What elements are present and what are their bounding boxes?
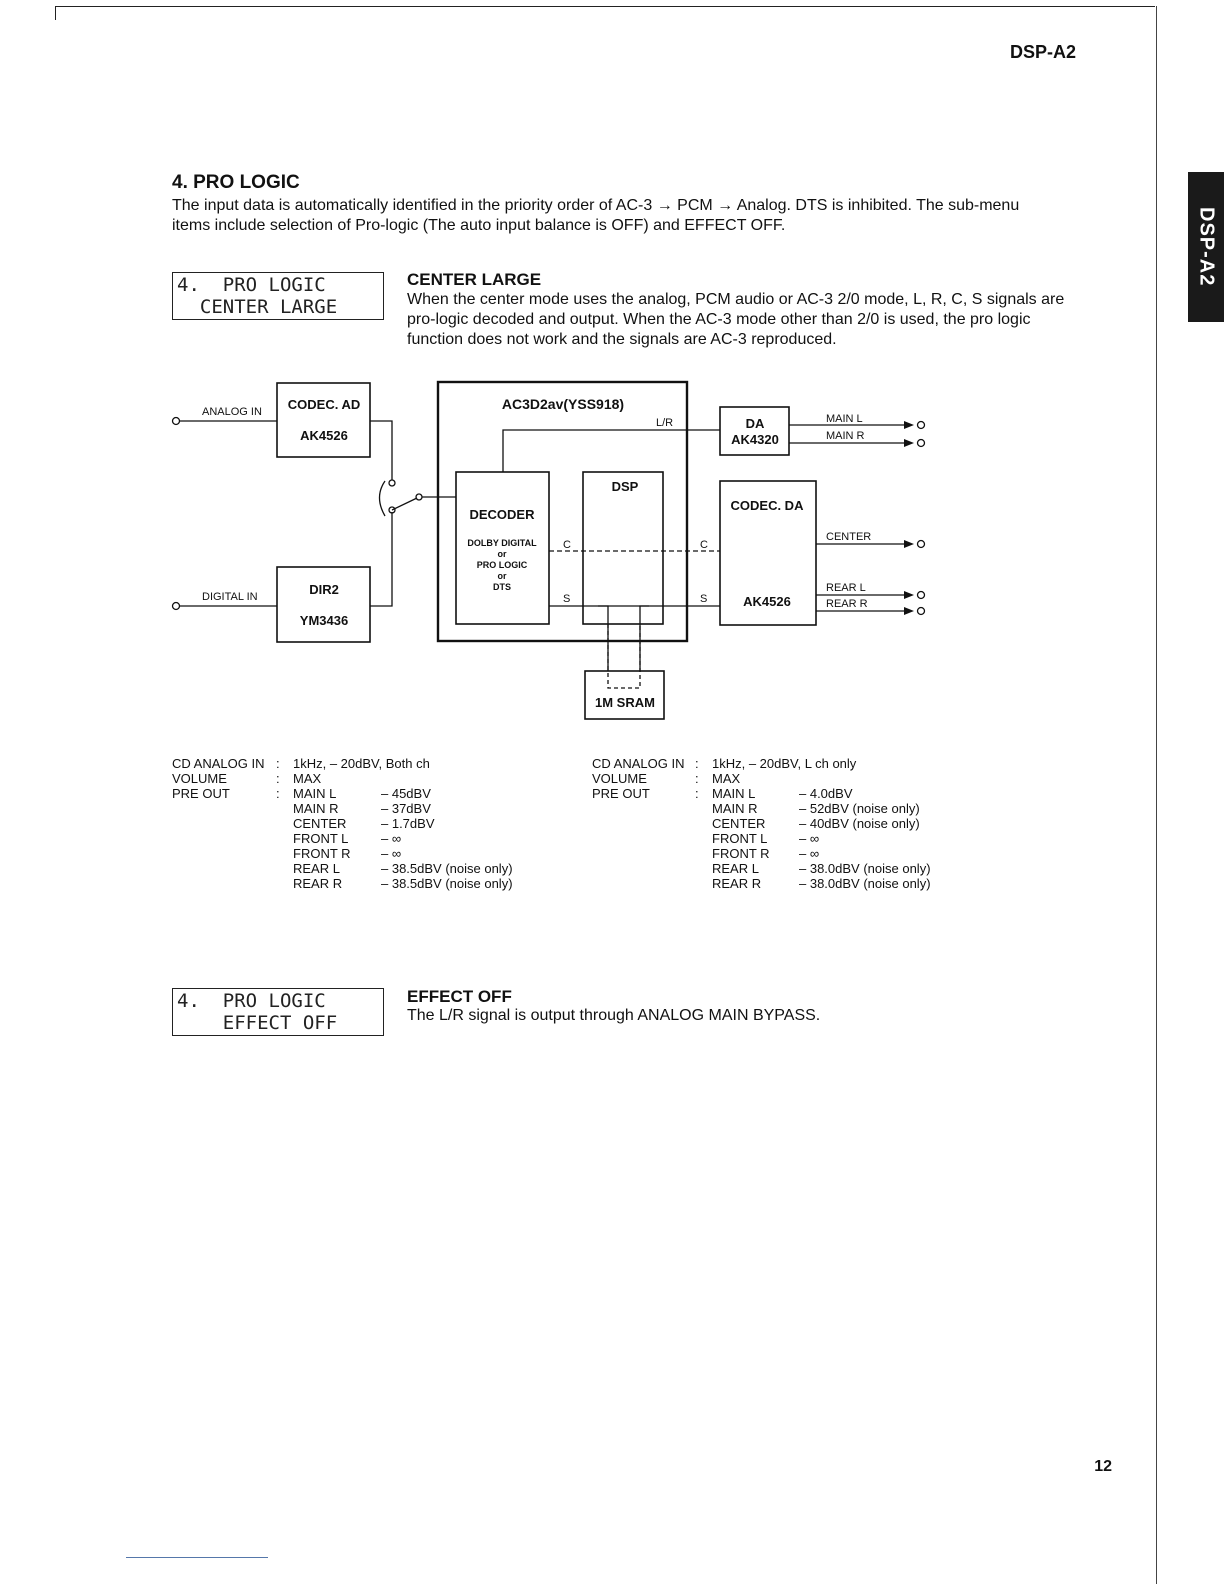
rear-r-terminal [916,606,926,616]
pro-logic-label: PRO LOGIC [477,560,528,570]
codec-ad-box [276,382,371,458]
table-row: VOLUME:MAX [172,771,322,786]
model-header: DSP-A2 [1009,42,1076,62]
or-label-2: or [498,571,507,581]
lcd-line-2: CENTER LARGE [177,296,338,318]
rear-l-label: REAR L [826,582,866,594]
main-r-terminal [916,438,926,448]
lcd-line-1: 4. PRO LOGIC [177,274,326,296]
section-intro: The input data is automatically identifi… [172,197,1020,234]
digital-in-terminal [171,601,181,611]
main-r-label: MAIN R [826,430,865,442]
dsp-box [582,471,664,625]
table-row: FRONT R– ∞ [293,846,402,861]
dir2-label: DIR2 [309,582,339,597]
switch-common [415,493,423,501]
table-row: CENTER– 1.7dBV [293,816,435,831]
measurement-table-left: CD ANALOG IN:1kHz, – 20dBV, Both ch VOLU… [172,756,532,891]
table-row: FRONT R– ∞ [712,846,820,861]
center-terminal [916,539,926,549]
lcd-display-center-large: 4. PRO LOGIC CENTER LARGE [172,272,384,320]
da-chip-label: AK4320 [731,432,779,447]
table-row: CD ANALOG IN:1kHz, – 20dBV, Both ch [172,756,430,771]
effect-off-heading: EFFECT OFF [407,987,512,1006]
center-label: CENTER [826,531,871,543]
da-box [719,406,790,456]
rear-r-label: REAR R [826,598,868,610]
dolby-digital-label: DOLBY DIGITAL [467,538,537,548]
table-row: VOLUME:MAX [592,771,741,786]
main-l-label: MAIN L [826,413,863,425]
section-title: 4. PRO LOGIC [172,172,300,193]
switch-arrow [378,480,386,517]
switch-arm [391,497,418,511]
page-number: 12 [1094,1458,1112,1475]
c-label-codec: C [700,539,708,551]
right-border-line [1156,6,1157,1584]
c-label-decoder: C [563,539,571,551]
sram-box [584,670,665,720]
table-row: FRONT L– ∞ [712,831,820,846]
switch-terminal-top [388,479,396,487]
table-row: REAR L– 38.0dBV (noise only) [712,861,931,876]
lcd-line-1: 4. PRO LOGIC [177,990,326,1012]
effect-off-text: The L/R signal is output through ANALOG … [407,1007,821,1024]
table-row: CD ANALOG IN:1kHz, – 20dBV, L ch only [592,756,857,771]
table-row: FRONT L– ∞ [293,831,402,846]
digital-in-label: DIGITAL IN [202,591,258,603]
s-label-decoder: S [563,593,570,605]
s-label-codec: S [700,593,707,605]
sram-label: 1M SRAM [595,695,655,710]
decoder-label: DECODER [469,507,535,522]
top-border-line [55,6,1155,7]
center-large-heading: CENTER LARGE [407,270,542,289]
dir2-chip-label: YM3436 [300,613,348,628]
table-row: MAIN R– 37dBV [293,801,431,816]
dir2-box [276,566,371,643]
top-left-corner-mark [55,6,56,20]
output-arrows [904,421,914,615]
or-label-1: or [498,549,507,559]
ac3d2av-chip-box [436,380,689,643]
da-label: DA [746,416,765,431]
bottom-link-line [126,1557,268,1558]
rear-l-terminal [916,590,926,600]
codec-da-box [719,480,817,626]
table-row: PRE OUT:MAIN L– 45dBV [172,786,431,801]
dts-label: DTS [493,582,511,592]
table-row: MAIN R– 52dBV (noise only) [712,801,920,816]
codec-ad-label: CODEC. AD [288,397,360,412]
measurement-table-right: CD ANALOG IN:1kHz, – 20dBV, L ch only VO… [592,756,952,891]
lcd-display-effect-off: 4. PRO LOGIC EFFECT OFF [172,988,384,1036]
table-row: CENTER– 40dBV (noise only) [712,816,920,831]
codec-da-chip-label: AK4526 [743,594,791,609]
analog-in-label: ANALOG IN [202,406,262,418]
ac3d2av-title: AC3D2av(YSS918) [502,396,624,412]
table-row: REAR R– 38.0dBV (noise only) [712,876,931,891]
table-row: PRE OUT:MAIN L– 4.0dBV [592,786,853,801]
dsp-label: DSP [612,479,639,494]
table-row: REAR R– 38.5dBV (noise only) [293,876,513,891]
side-tab: DSP-A2 [1188,172,1224,322]
main-l-terminal [916,420,926,430]
lcd-line-2: EFFECT OFF [177,1012,338,1034]
lr-label: L/R [656,417,673,429]
analog-in-terminal [171,416,181,426]
switch-terminal-bottom [388,506,396,514]
table-row: REAR L– 38.5dBV (noise only) [293,861,513,876]
center-large-text: When the center mode uses the analog, PC… [407,291,1065,348]
decoder-box [455,471,550,625]
codec-ad-chip-label: AK4526 [300,428,348,443]
codec-da-label: CODEC. DA [731,498,805,513]
